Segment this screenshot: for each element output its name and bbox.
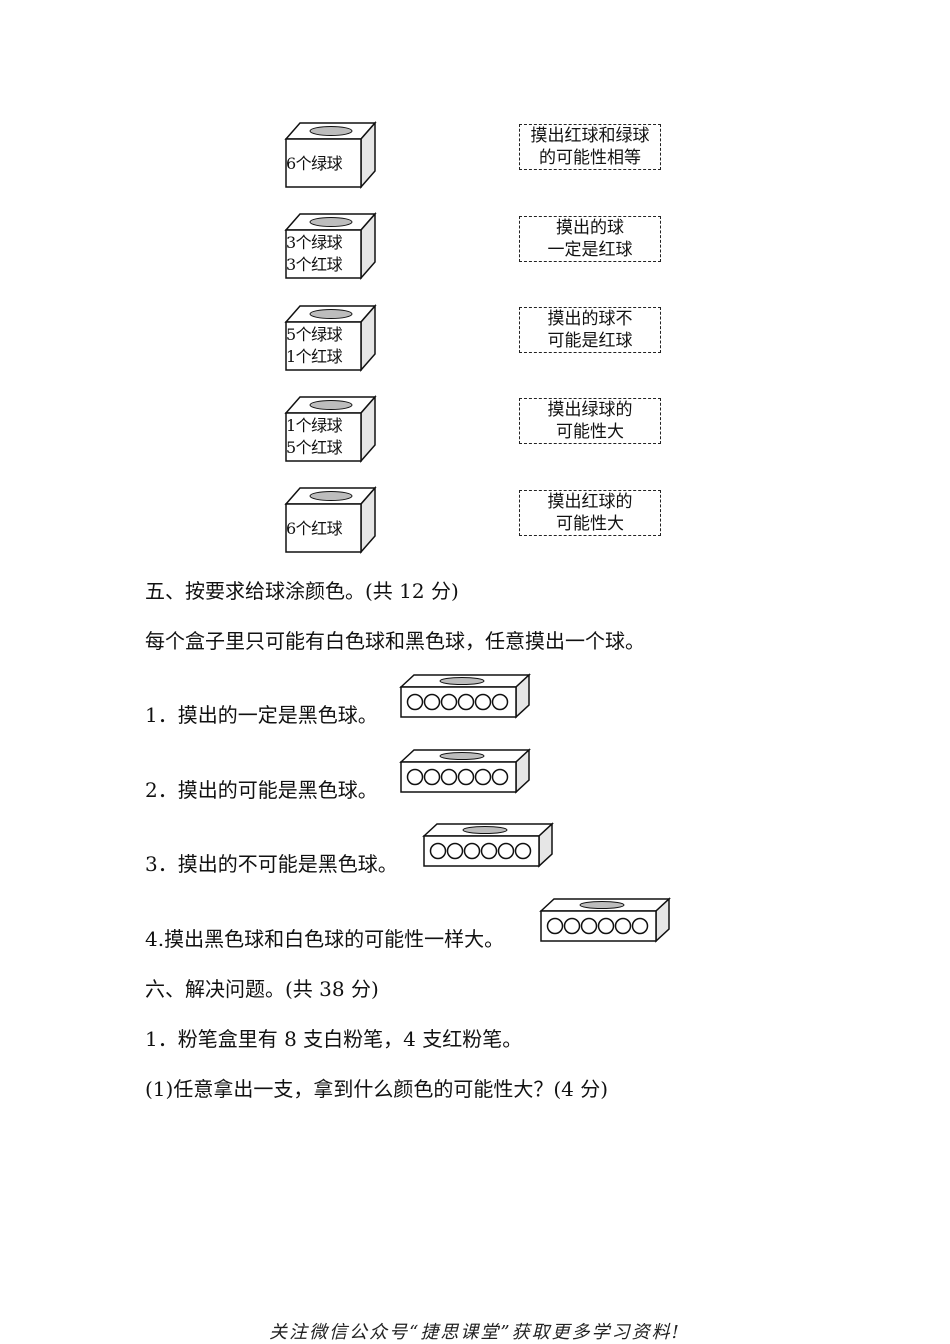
box-icon [284,304,377,372]
statement-box-4: 摸出绿球的 可能性大 [519,398,661,444]
ball-circle [597,917,615,935]
ball-circle [497,842,515,860]
statement-box-1: 摸出红球和绿球 的可能性相等 [519,124,661,170]
ball-circle [429,842,447,860]
ball-circle [457,768,475,786]
statement-5-line2: 可能性大 [556,514,624,534]
ball-circle [474,768,492,786]
ball-circle [406,768,424,786]
ball-box-1: 6个绿球 [284,121,379,191]
ball-circle [480,842,498,860]
box-icon [284,121,377,189]
ball-circle [440,693,458,711]
ball-circle [491,768,509,786]
wide-box-icon [539,897,671,943]
box-label-3b: 1个红球 [286,347,343,366]
ball-circle [631,917,649,935]
ball-box-4: 1个绿球 5个红球 [284,395,379,465]
statement-4-line1: 摸出绿球的 [547,400,633,420]
ball-row-box-2 [399,748,531,794]
statement-box-5: 摸出红球的 可能性大 [519,490,661,536]
statement-box-2: 摸出的球 一定是红球 [519,216,661,262]
box-label-1: 6个绿球 [286,154,343,173]
ball-circle [563,917,581,935]
section6-question-1-1: (1)任意拿出一支，拿到什么颜色的可能性大？(4 分) [145,1077,609,1101]
footer-note: 关注微信公众号“捷思课堂”获取更多学习资料! [269,1322,681,1343]
box-label-4b: 5个红球 [286,438,343,457]
box-label-2a: 3个绿球 [286,233,343,252]
ball-circle [474,693,492,711]
ball-circle [580,917,598,935]
ball-circle [463,842,481,860]
ball-box-5: 6个红球 [284,486,379,556]
ball-box-3: 5个绿球 1个红球 [284,304,379,374]
box-label-3a: 5个绿球 [286,325,343,344]
ball-box-2: 3个绿球 3个红球 [284,212,379,282]
section6-title: 六、解决问题。(共 38 分) [145,977,379,1001]
ball-circle [491,693,509,711]
statement-1-line2: 的可能性相等 [539,148,641,168]
section6-question-1: 1．粉笔盒里有 8 支白粉笔，4 支红粉笔。 [145,1027,523,1051]
ball-circle [514,842,532,860]
ball-row-box-3 [422,822,554,868]
ball-row-box-4 [539,897,671,943]
statement-4-line2: 可能性大 [556,422,624,442]
section5-item-3: 3．摸出的不可能是黑色球。 [145,852,398,876]
statement-2-line2: 一定是红球 [547,240,633,260]
statement-3-line2: 可能是红球 [547,331,633,351]
wide-box-icon [399,748,531,794]
ball-row-box-1 [399,673,531,719]
ball-circle [423,768,441,786]
section5-item-4: 4.摸出黑色球和白色球的可能性一样大。 [145,927,505,951]
section5-intro: 每个盒子里只可能有白色球和黑色球，任意摸出一个球。 [145,629,645,653]
box-label-4a: 1个绿球 [286,416,343,435]
box-icon [284,486,377,554]
box-icon [284,395,377,463]
box-label-2b: 3个红球 [286,255,343,274]
ball-circle [546,917,564,935]
statement-2-line1: 摸出的球 [556,218,624,238]
ball-circle [440,768,458,786]
section5-title: 五、按要求给球涂颜色。(共 12 分) [145,579,459,603]
ball-circle [423,693,441,711]
box-icon [284,212,377,280]
statement-1-line1: 摸出红球和绿球 [530,126,650,146]
ball-circle [446,842,464,860]
section5-item-2: 2．摸出的可能是黑色球。 [145,778,378,802]
wide-box-icon [422,822,554,868]
statement-3-line1: 摸出的球不 [547,309,633,329]
statement-box-3: 摸出的球不 可能是红球 [519,307,661,353]
section5-item-1: 1．摸出的一定是黑色球。 [145,703,378,727]
box-label-5: 6个红球 [286,519,343,538]
ball-circle [457,693,475,711]
statement-5-line1: 摸出红球的 [547,492,633,512]
wide-box-icon [399,673,531,719]
ball-circle [614,917,632,935]
ball-circle [406,693,424,711]
